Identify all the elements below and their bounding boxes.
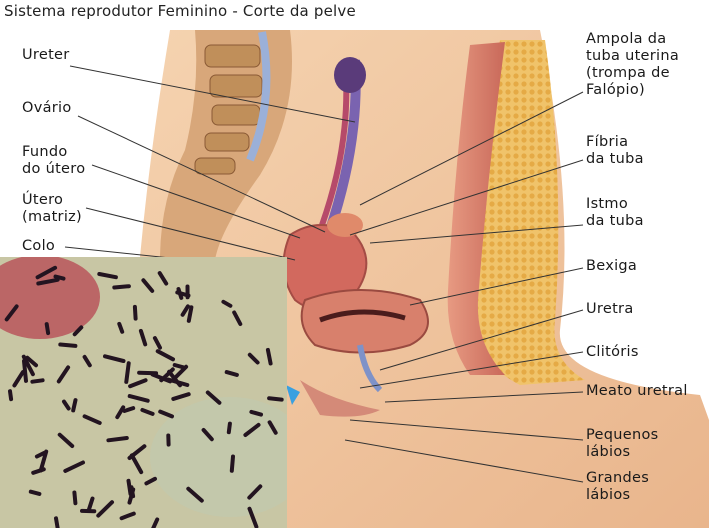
label-clitoris: Clitóris (586, 344, 639, 361)
bacterium-rod (189, 307, 192, 321)
label-fundo: Fundo do útero (22, 144, 85, 178)
label-grandes: Grandes lábios (586, 470, 649, 504)
label-ovario: Ovário (22, 100, 72, 117)
bacterium-rod (56, 277, 64, 279)
ureter-cross-section (334, 57, 366, 93)
bacterium-rod (32, 380, 42, 381)
bacterium-rod (114, 286, 129, 287)
bacterium-rod (126, 363, 128, 382)
label-ureter: Ureter (22, 47, 70, 64)
bacterium-rod (10, 391, 11, 399)
label-meato: Meato uretral (586, 383, 688, 400)
bacterium-rod (56, 518, 58, 528)
bacterium-rod (251, 412, 261, 415)
label-istmo: Istmo da tuba (586, 196, 644, 230)
bacterium-rod (175, 365, 184, 368)
bacterium-rod (60, 345, 75, 346)
label-colo: Colo (22, 238, 55, 255)
label-bexiga: Bexiga (586, 258, 637, 275)
bacterium-rod (135, 307, 136, 319)
bacterium-rod (73, 400, 75, 410)
bacterium-rod (268, 350, 271, 364)
label-pequenos: Pequenos lábios (586, 427, 658, 461)
bacteria-image (0, 257, 287, 528)
bacterium-rod (227, 372, 237, 375)
bacterium-rod (124, 408, 133, 411)
bacterium-rod (31, 492, 40, 494)
bacterium-rod (132, 487, 134, 496)
bacterium-rod (47, 324, 48, 333)
ovary-shape (327, 213, 363, 237)
bacterium-rod (269, 398, 282, 399)
bacterium-rod (74, 493, 75, 504)
label-uretra: Uretra (586, 301, 634, 318)
microscopy-photo (0, 257, 287, 528)
label-utero: Útero (matriz) (22, 192, 82, 226)
bacterium-rod (229, 424, 230, 433)
label-fibria: Fíbria da tuba (586, 134, 644, 168)
figure-title: Sistema reprodutor Feminino - Corte da p… (4, 2, 356, 20)
bacterium-rod (232, 457, 233, 471)
label-ampola: Ampola da tuba uterina (trompa de Falópi… (586, 31, 679, 99)
bacterium-rod (108, 438, 126, 440)
bacterium-rod (119, 324, 122, 332)
